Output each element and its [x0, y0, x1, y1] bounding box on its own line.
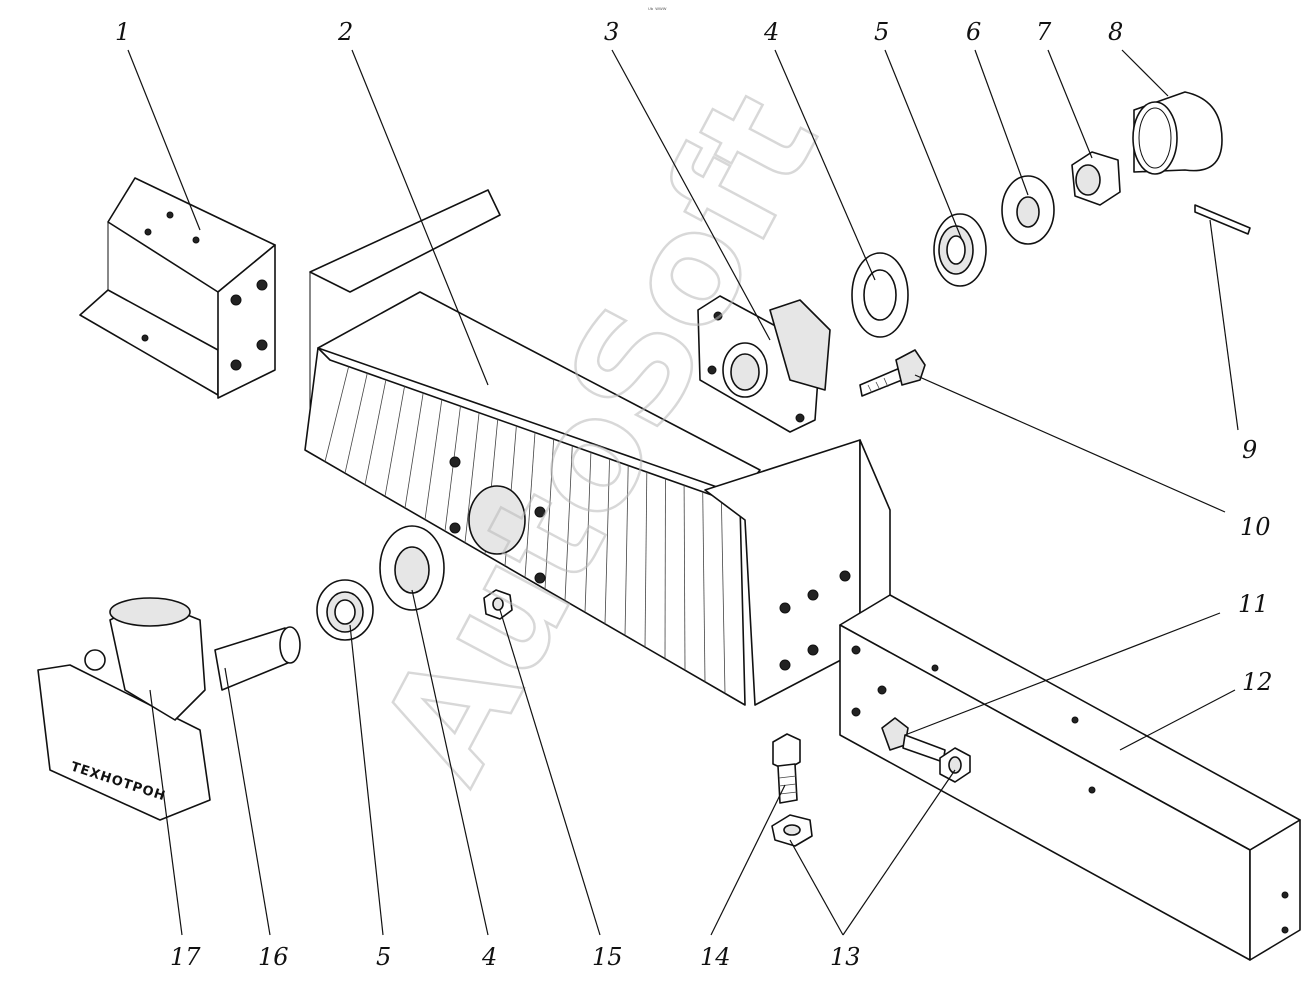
callout-12: 12 — [1242, 668, 1273, 696]
callout-5-top: 5 — [874, 18, 889, 46]
callout-1: 1 — [115, 18, 130, 46]
callout-15: 15 — [592, 943, 623, 971]
callout-9: 9 — [1242, 436, 1257, 464]
part-9-cotter-pin — [1195, 205, 1250, 234]
callout-8: 8 — [1108, 18, 1123, 46]
part-14-bolt — [773, 734, 800, 803]
part-12-tube — [840, 595, 1300, 960]
part-5-bearing-top — [934, 214, 986, 286]
part-1-bracket — [80, 178, 275, 398]
part-13-nut-left — [772, 815, 812, 846]
callout-16: 16 — [258, 943, 289, 971]
callout-4-top: 4 — [763, 18, 779, 46]
part-4-washer-top — [852, 253, 908, 337]
part-6-washer — [1002, 176, 1054, 244]
part-7-castle-nut — [1072, 152, 1120, 205]
callout-5-bottom: 5 — [376, 943, 391, 971]
callout-3: 3 — [604, 18, 619, 46]
callout-17: 17 — [170, 943, 201, 971]
callout-2: 2 — [337, 18, 353, 46]
callout-14: 14 — [700, 943, 731, 971]
callout-11: 11 — [1238, 590, 1269, 618]
part-10-bolt — [860, 350, 925, 396]
callout-13: 13 — [830, 943, 861, 971]
part-8-cap — [1133, 92, 1222, 174]
part-5-bearing-bottom — [317, 580, 373, 640]
callout-10: 10 — [1240, 513, 1271, 541]
callout-4-bottom: 4 — [481, 943, 497, 971]
corner-mark: ᵁᵇ ᵂᵂᵂ — [648, 7, 667, 14]
callout-6: 6 — [966, 18, 981, 46]
callout-7: 7 — [1036, 18, 1052, 46]
